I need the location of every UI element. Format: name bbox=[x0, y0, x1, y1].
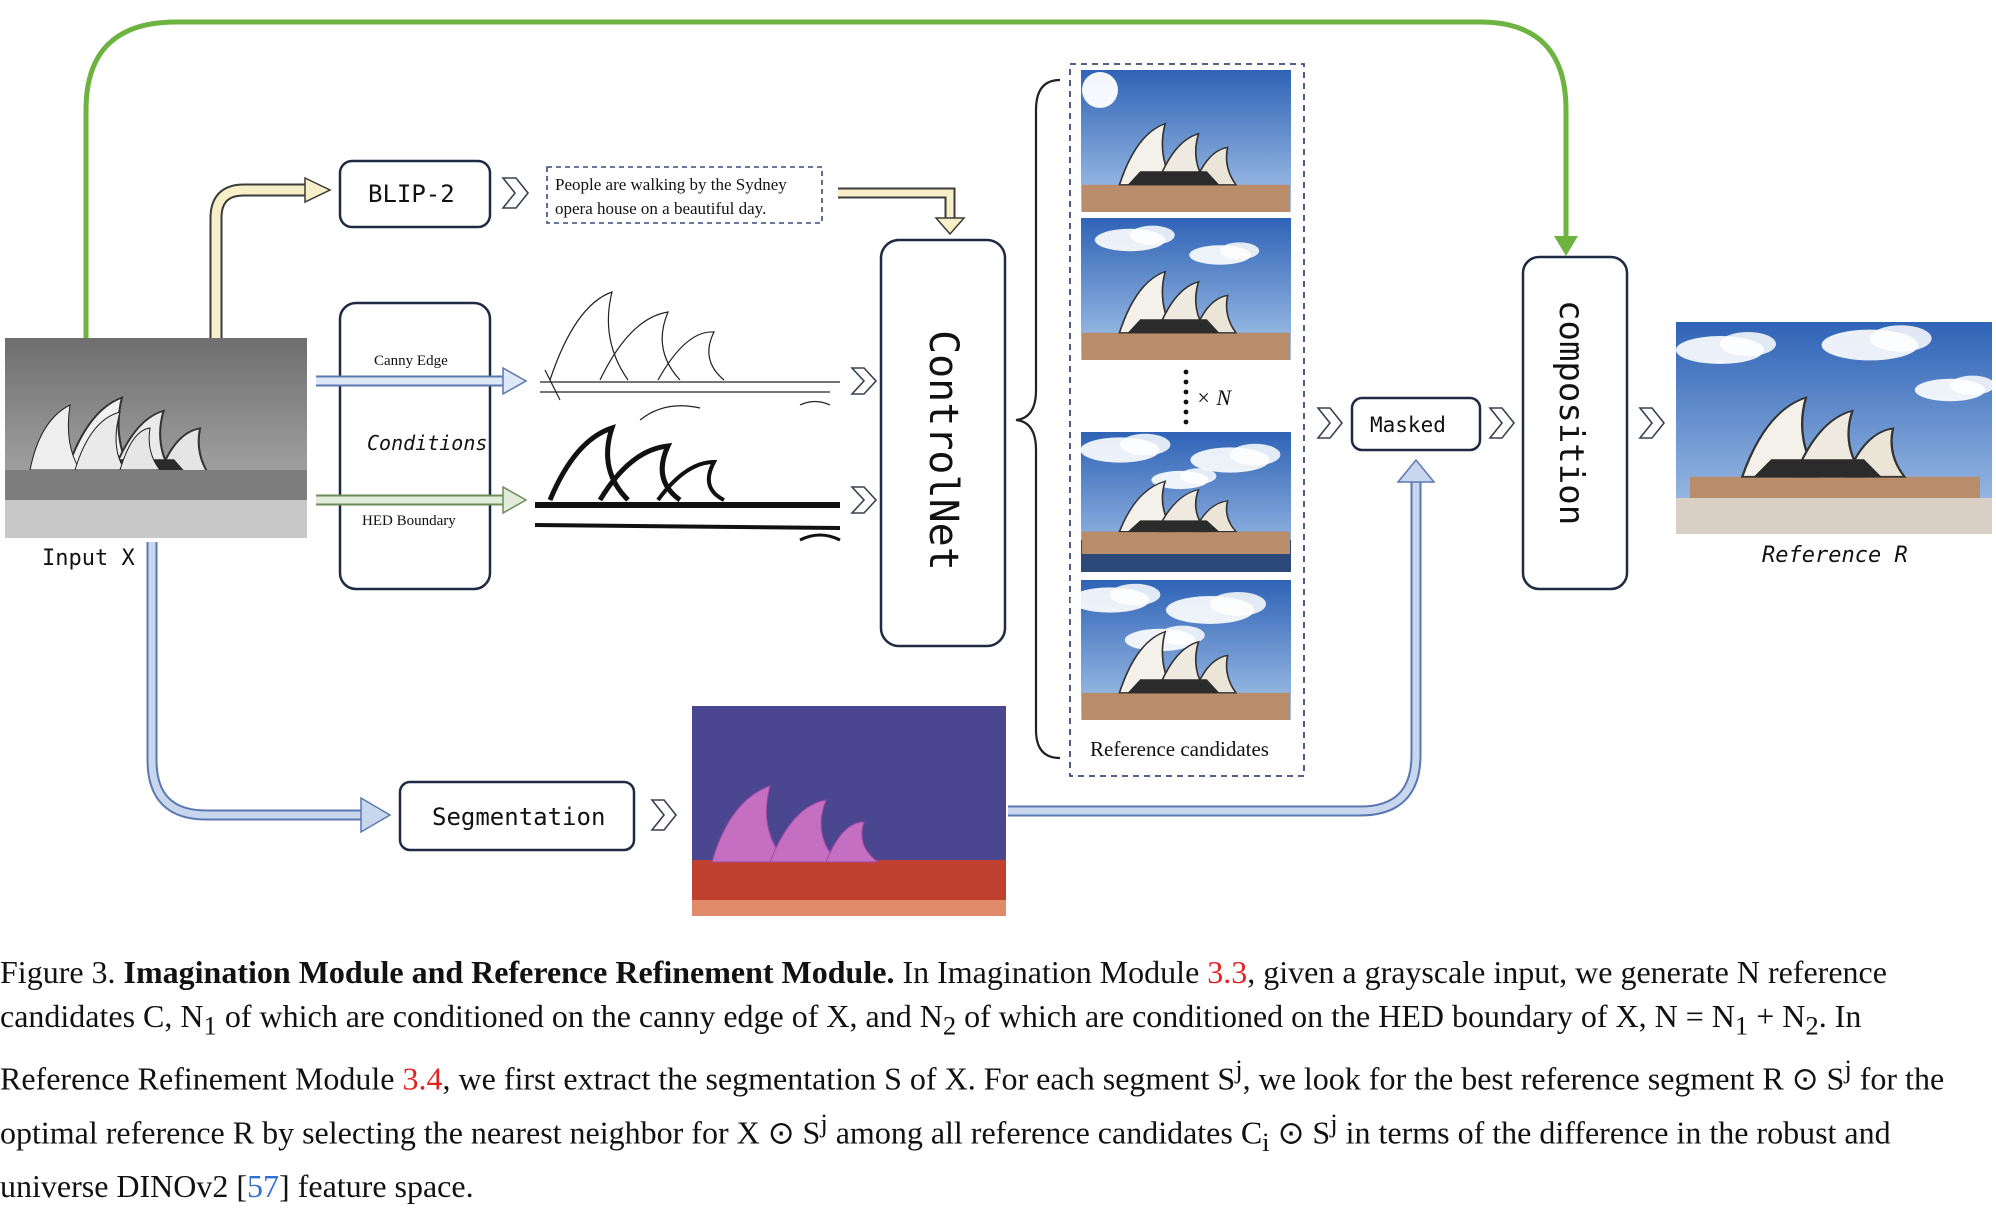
chevron-composition-reference bbox=[1638, 407, 1666, 439]
canny-label: Canny Edge bbox=[374, 353, 448, 369]
caption-ref-2[interactable]: 3.4 bbox=[402, 1061, 443, 1098]
controlnet-box bbox=[879, 238, 1007, 648]
caption-sub-2: 2 bbox=[942, 1010, 957, 1041]
caption-sup-3: j bbox=[820, 1108, 828, 1139]
caption-sub-4: 2 bbox=[1805, 1010, 1819, 1041]
hed-boundary-image bbox=[534, 424, 841, 542]
caption-sup-2: j bbox=[1844, 1054, 1852, 1085]
composition-label: composition bbox=[1551, 300, 1591, 525]
caption-text-5: + N bbox=[1748, 998, 1806, 1034]
segmentation-image bbox=[692, 706, 1006, 916]
reference-label: Reference R bbox=[1762, 543, 1908, 568]
yellow-arrow-controlnet bbox=[838, 187, 956, 220]
input-image bbox=[5, 338, 307, 538]
candidate-image-1 bbox=[1080, 70, 1292, 214]
caption-text-2: , given a grayscale input, we generate N… bbox=[0, 954, 1887, 1034]
figure-caption: Figure 3. Imagination Module and Referen… bbox=[0, 950, 1990, 1208]
caption-sup-1: j bbox=[1235, 1054, 1243, 1085]
caption-sup-4: j bbox=[1330, 1108, 1338, 1139]
caption-text-6: . In Reference Refinement Module bbox=[0, 998, 1862, 1098]
composition-box bbox=[1521, 255, 1629, 591]
blip-box bbox=[338, 159, 492, 229]
caption-text-11: ⊙ S bbox=[1269, 1114, 1331, 1151]
green-skip-arrow bbox=[83, 19, 1569, 338]
caption-title: Imagination Module and Reference Refinem… bbox=[123, 954, 895, 990]
conditions-box bbox=[338, 301, 492, 591]
caption-sub-1: 1 bbox=[203, 1010, 217, 1041]
chevron-hed-controlnet bbox=[850, 486, 878, 514]
candidates-brace bbox=[1015, 78, 1061, 760]
candidates-label: Reference candidates bbox=[1090, 737, 1269, 761]
controlnet-label: ControlNet bbox=[920, 330, 966, 571]
caption-text-4: of which are conditioned on the HED boun… bbox=[956, 998, 1735, 1034]
caption-sub-3: 1 bbox=[1734, 1010, 1749, 1041]
candidate-image-4 bbox=[1070, 580, 1292, 722]
masked-box bbox=[1350, 396, 1482, 452]
input-label: Input X bbox=[42, 546, 135, 571]
chevron-blip-prompt bbox=[501, 177, 530, 209]
green-arrowhead bbox=[1554, 236, 1578, 256]
blue-arrow-masked bbox=[1008, 458, 1436, 817]
segmentation-box bbox=[398, 780, 636, 852]
prompt-line-2: opera house on a beautiful day. bbox=[555, 199, 766, 218]
caption-text-8: , we look for the best reference segment… bbox=[1242, 1061, 1845, 1098]
caption-text-10: among all reference candidates C bbox=[827, 1114, 1263, 1151]
candidate-image-2 bbox=[1080, 218, 1292, 362]
chevron-segmentation-image bbox=[650, 799, 678, 831]
canny-edge-image bbox=[540, 291, 840, 421]
blue-arrow-segmentation bbox=[146, 542, 392, 834]
chevron-masked-composition bbox=[1488, 407, 1516, 439]
repeat-dots bbox=[1183, 369, 1189, 425]
segmentation-label: Segmentation bbox=[432, 803, 605, 831]
caption-citation[interactable]: 57 bbox=[247, 1168, 280, 1205]
chevron-candidates-masked bbox=[1316, 407, 1344, 439]
conditions-label: Conditions bbox=[367, 431, 487, 455]
caption-ref-1[interactable]: 3.3 bbox=[1207, 954, 1248, 990]
caption-text-1: In Imagination Module bbox=[894, 954, 1208, 990]
prompt-line-1: People are walking by the Sydney bbox=[555, 175, 787, 194]
caption-sub-5: i bbox=[1262, 1127, 1270, 1158]
hed-arrow bbox=[316, 485, 528, 515]
caption-text-13: ] feature space. bbox=[279, 1168, 474, 1205]
reference-image bbox=[1676, 322, 1995, 534]
hed-label: HED Boundary bbox=[362, 513, 456, 529]
candidate-image-3 bbox=[1080, 432, 1292, 572]
blip-label: BLIP-2 bbox=[368, 180, 455, 208]
prompt-box bbox=[546, 166, 823, 224]
caption-text-7: , we first extract the segmentation S of… bbox=[442, 1061, 1236, 1098]
canny-arrow bbox=[316, 366, 528, 396]
caption-text-3: of which are conditioned on the canny ed… bbox=[216, 998, 943, 1034]
times-n-label: × N bbox=[1196, 385, 1232, 410]
chevron-canny-controlnet bbox=[850, 367, 878, 395]
masked-label: Masked bbox=[1370, 413, 1446, 437]
caption-figure-number: Figure 3. bbox=[0, 954, 116, 990]
pipeline-diagram: Input X BLIP-2 People are walking by the… bbox=[5, 19, 1995, 916]
caption-text-9: for the optimal reference R by selecting… bbox=[0, 1061, 1945, 1151]
yellow-arrow-blip bbox=[209, 183, 308, 338]
